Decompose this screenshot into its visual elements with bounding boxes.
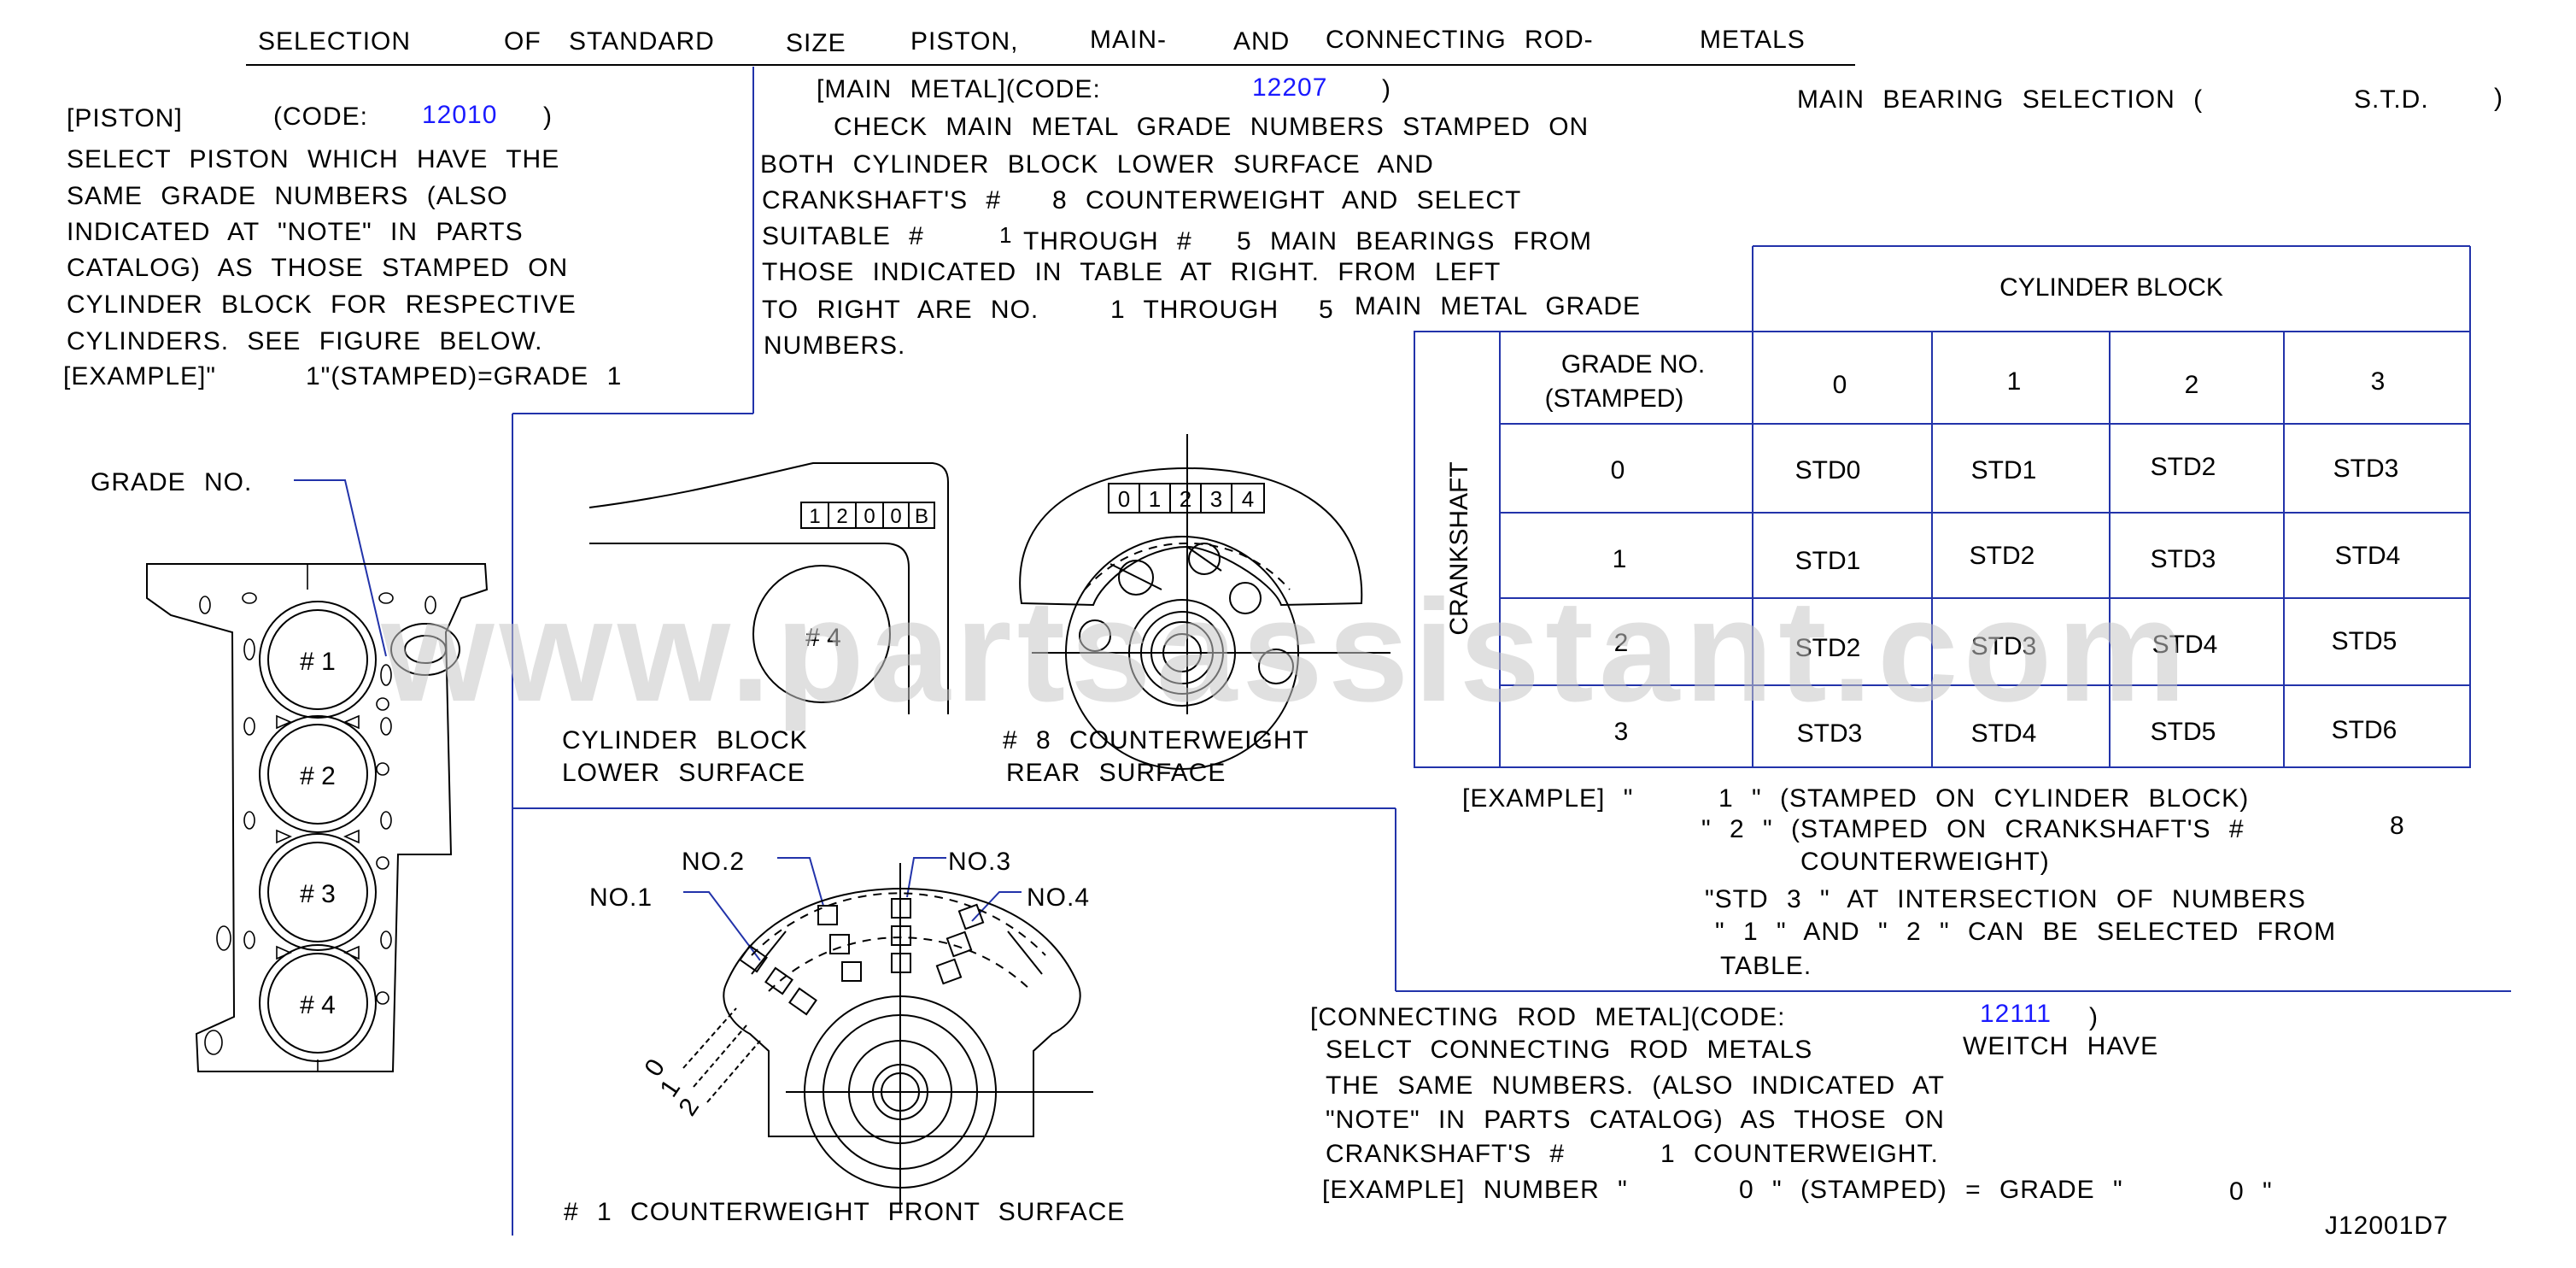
row-header: 3 bbox=[1614, 718, 1629, 746]
svg-text:(STAMPED): (STAMPED) bbox=[1545, 385, 1684, 413]
svg-text:0: 0 bbox=[864, 505, 875, 528]
cylinder-block-lower-surface bbox=[588, 462, 949, 714]
row-header: 0 bbox=[1611, 456, 1625, 484]
svg-text:B: B bbox=[915, 505, 928, 528]
col-header: 1 bbox=[2007, 367, 2022, 396]
col-header: 2 bbox=[2185, 371, 2199, 399]
table-cell: STD4 bbox=[2335, 542, 2401, 570]
table-cell: STD3 bbox=[1971, 632, 2037, 660]
row-header: 2 bbox=[1614, 629, 1629, 657]
cylinder-block-top-view bbox=[146, 563, 489, 1072]
table-cell: STD1 bbox=[1795, 547, 1861, 575]
table-cell: STD6 bbox=[2332, 716, 2397, 744]
svg-text:0: 0 bbox=[1118, 486, 1130, 512]
watermark: www.partsassistant.com bbox=[380, 570, 2191, 732]
svg-text:GRADE NO.: GRADE NO. bbox=[1561, 350, 1705, 379]
row-header: 1 bbox=[1613, 545, 1627, 573]
counterweight-stamp-digits: 0 1 2 3 4 bbox=[1118, 486, 1254, 512]
figure-reference: J12001D7 bbox=[2325, 1212, 2449, 1240]
col-header: 0 bbox=[1833, 371, 1847, 399]
svg-text:3: 3 bbox=[1210, 486, 1222, 512]
svg-text:1: 1 bbox=[1149, 486, 1161, 512]
conrod-code: 12111 bbox=[1980, 1000, 2052, 1028]
table-cell: STD5 bbox=[2151, 718, 2216, 746]
table-cell: STD5 bbox=[2332, 627, 2397, 655]
piston-code: 12010 bbox=[422, 101, 498, 129]
svg-text:4: 4 bbox=[1242, 486, 1254, 512]
cylinder-4-label: # 4 bbox=[805, 624, 841, 652]
counterweight-1-front bbox=[682, 863, 1093, 1213]
cylinder-label: # 2 bbox=[300, 762, 336, 790]
svg-text:2: 2 bbox=[1180, 486, 1191, 512]
crankshaft-header: CRANKSHAFT bbox=[1445, 461, 1473, 635]
table-cell: STD4 bbox=[2152, 631, 2218, 659]
table-cell: STD3 bbox=[2151, 545, 2216, 573]
counterweight-8-rear bbox=[1019, 434, 1390, 770]
dash-label: 2 bbox=[673, 1094, 705, 1121]
svg-text:1: 1 bbox=[809, 505, 820, 528]
table-cell: STD3 bbox=[2333, 455, 2399, 483]
cylinder-block-header: CYLINDER BLOCK bbox=[1999, 273, 2223, 302]
cylinder-label: # 4 bbox=[300, 991, 336, 1019]
table-cell: STD4 bbox=[1971, 719, 2037, 748]
cylinder-label: # 1 bbox=[300, 648, 336, 676]
svg-text:0: 0 bbox=[890, 505, 901, 528]
table-cell: STD3 bbox=[1797, 719, 1863, 748]
table-cell: STD1 bbox=[1971, 456, 2037, 484]
col-header: 3 bbox=[2371, 367, 2386, 396]
svg-text:2: 2 bbox=[836, 505, 847, 528]
main-metal-code: 12207 bbox=[1252, 73, 1328, 102]
table-cell: STD2 bbox=[1970, 542, 2035, 570]
table-cell: STD2 bbox=[2151, 453, 2216, 481]
cylinder-label: # 3 bbox=[300, 880, 336, 908]
table-cell: STD2 bbox=[1795, 634, 1861, 662]
table-cell: STD0 bbox=[1795, 456, 1861, 484]
bearing-table: CYLINDER BLOCK CRANKSHAFT GRADE NO. (STA… bbox=[1414, 245, 2471, 768]
block-stamp-digits: 1 2 0 0 B bbox=[809, 505, 928, 528]
